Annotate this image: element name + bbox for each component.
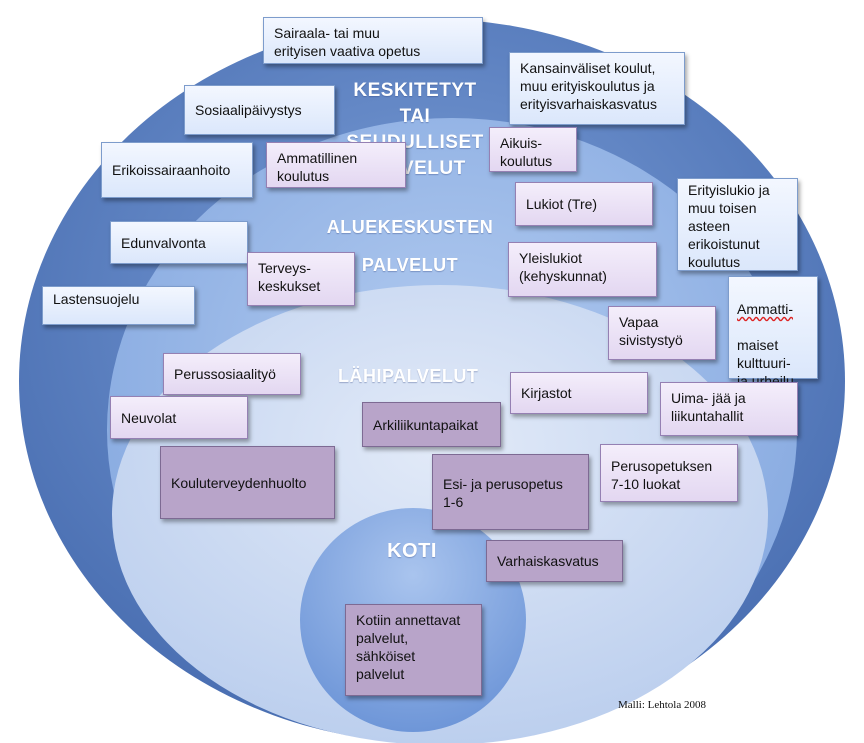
box-sairaala: Sairaala- tai muu erityisen vaativa opet…: [263, 17, 483, 64]
ammattimaiset-first-line: Ammatti-: [737, 301, 793, 317]
core-zone-label: KOTI: [387, 540, 437, 562]
box-lukiot-tre: Lukiot (Tre): [515, 182, 653, 226]
box-kotiin-annettavat: Kotiin annettavat palvelut, sähköiset pa…: [345, 604, 482, 696]
box-ammatillinen: Ammatillinen koulutus: [266, 142, 406, 188]
box-perussosiaalityo: Perussosiaalityö: [163, 353, 301, 395]
box-terveyskeskukset: Terveys- keskukset: [247, 252, 355, 306]
box-erityislukio: Erityislukio ja muu toisen asteen erikoi…: [677, 178, 798, 271]
box-uima-jaa: Uima- jää ja liikuntahallit: [660, 382, 798, 436]
box-varhaiskasvatus: Varhaiskasvatus: [486, 540, 623, 582]
box-edunvalvonta: Edunvalvonta: [110, 221, 248, 264]
box-arkiliikuntapaikat: Arkiliikuntapaikat: [362, 402, 501, 447]
box-sosiaalipaivystys: Sosiaalipäivystys: [184, 85, 335, 135]
box-kirjastot: Kirjastot: [510, 372, 648, 414]
box-aikuiskoulutus: Aikuis- koulutus: [489, 127, 577, 172]
box-erikoissairaanhoito: Erikoissairaanhoito: [101, 142, 253, 198]
box-esi-ja-perusopetus: Esi- ja perusopetus 1-6: [432, 454, 589, 530]
box-lastensuojelu: Lastensuojelu: [42, 286, 195, 325]
box-kansainvaliset: Kansainväliset koulut, muu erityiskoulut…: [509, 52, 685, 125]
credit-text: Malli: Lehtola 2008: [618, 699, 706, 711]
box-kouluterveydenhuolto: Kouluterveydenhuolto: [160, 446, 335, 519]
box-yleislukiot: Yleislukiot (kehyskunnat): [508, 242, 657, 297]
box-perusopetus-7-10: Perusopetuksen 7-10 luokat: [600, 444, 738, 502]
box-vapaa-sivistystyo: Vapaa sivistystyö: [608, 306, 716, 360]
middle-zone-label: ALUEKESKUSTEN PALVELUT: [326, 217, 494, 275]
box-ammattimaiset: Ammatti- maiset kulttuuri- ja urheilu- l…: [728, 276, 818, 407]
box-neuvolat: Neuvolat: [110, 396, 248, 439]
inner-zone-label: LÄHIPALVELUT: [338, 366, 479, 386]
